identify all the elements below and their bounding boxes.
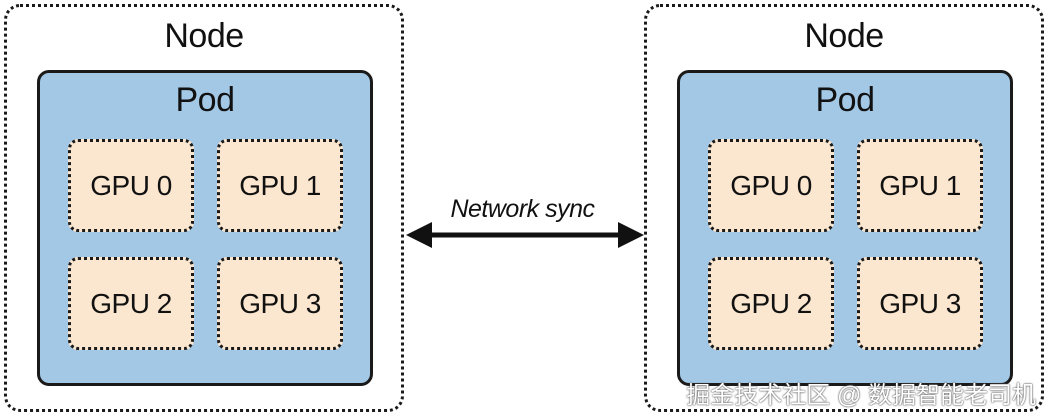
watermark: 掘金技术社区 @ 数据智能老司机 [686,382,1036,409]
node-right-gpu-0: GPU 0 [708,139,834,232]
node-right-gpu-1: GPU 1 [857,139,983,232]
node-left-pod: Pod GPU 0 GPU 1 GPU 2 GPU 3 [37,70,373,386]
node-right-pod-title: Pod [815,81,876,119]
node-right-title: Node [804,17,884,55]
node-right-gpu-3: GPU 3 [857,257,983,350]
node-left-gpu-2: GPU 2 [68,257,194,350]
node-left-gpu-0: GPU 0 [68,139,194,232]
node-left-gpu-1: GPU 1 [217,139,343,232]
node-left-pod-title: Pod [175,81,236,119]
node-left: Node Pod GPU 0 GPU 1 GPU 2 GPU 3 [4,4,404,412]
node-right-pod: Pod GPU 0 GPU 1 GPU 2 GPU 3 [677,70,1013,386]
node-left-gpu-3: GPU 3 [217,257,343,350]
node-left-title: Node [164,17,244,55]
node-right: Node Pod GPU 0 GPU 1 GPU 2 GPU 3 [644,4,1044,412]
network-sync-arrow [406,222,644,248]
node-right-gpu-2: GPU 2 [708,257,834,350]
network-sync-label: Network sync [450,195,595,223]
arrow-head-right [618,222,644,248]
arrow-head-left [406,222,432,248]
